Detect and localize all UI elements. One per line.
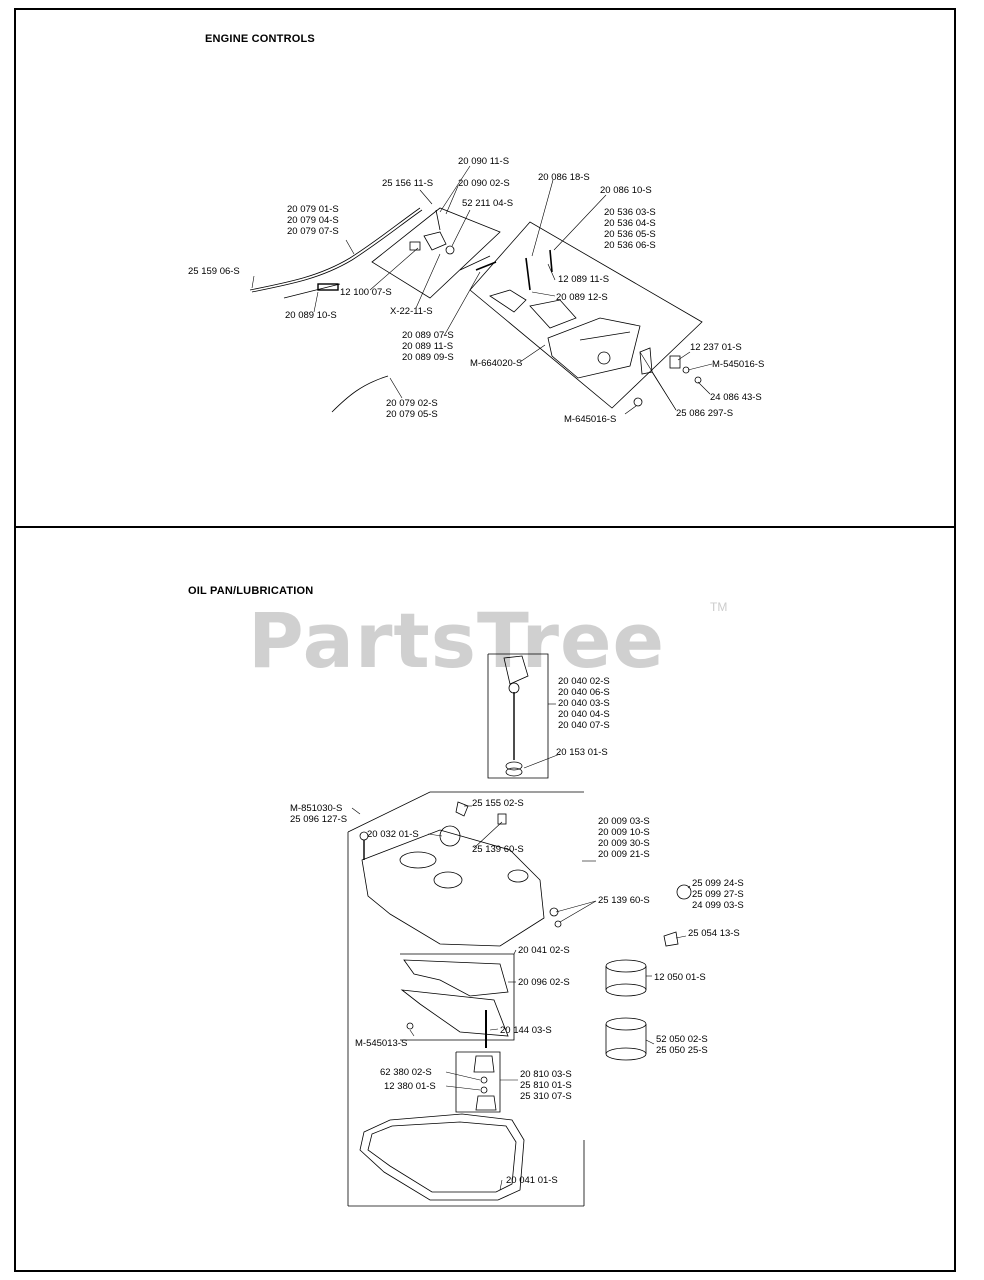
part-label: 62 380 02-S (380, 1067, 432, 1078)
part-label: 20 086 10-S (600, 185, 652, 196)
part-label: 12 089 11-S (558, 274, 610, 285)
part-label: 20 086 18-S (538, 172, 590, 183)
part-label-group: 52 050 02-S 25 050 25-S (656, 1034, 708, 1056)
part-label: 25 086 297-S (676, 408, 734, 419)
part-label: 20 089 12-S (556, 292, 608, 303)
part-label: 20 089 11-S (402, 341, 454, 352)
control-cables (249, 207, 491, 413)
oil-pan-outline-box (347, 791, 585, 1207)
part-label-group: 25 099 24-S 25 099 27-S 24 099 03-S (692, 878, 744, 911)
part-label: 12 380 01-S (384, 1081, 436, 1092)
pump-box (455, 1051, 501, 1113)
part-label: 20 144 03-S (500, 1025, 552, 1036)
part-label: 25 054 13-S (688, 928, 740, 939)
part-label-group: 20 009 03-S 20 009 10-S 20 009 30-S 20 0… (598, 816, 650, 860)
part-label: 12 237 01-S (690, 342, 742, 353)
part-label: 20 040 06-S (558, 687, 610, 698)
oil-pan-casting (359, 801, 562, 947)
gasket (359, 1113, 525, 1201)
part-label: 20 536 06-S (604, 240, 656, 251)
strainer-box (400, 953, 515, 1048)
part-label: 20 041 01-S (506, 1175, 558, 1186)
part-label: 20 089 07-S (402, 330, 454, 341)
part-label: 20 089 09-S (402, 352, 454, 363)
part-label: 52 211 04-S (462, 198, 514, 209)
part-label: M-645016-S (564, 414, 617, 425)
part-label: 20 079 01-S (287, 204, 339, 215)
part-label: 20 079 05-S (386, 409, 438, 420)
governor-box (469, 221, 703, 409)
part-label: 20 810 03-S (520, 1069, 572, 1080)
part-label: 12 050 01-S (654, 972, 706, 983)
part-label: 20 089 10-S (285, 310, 337, 321)
trademark-mark: TM (710, 600, 728, 614)
part-label: 20 009 21-S (598, 849, 650, 860)
part-label-group: 20 089 07-S 20 089 11-S 20 089 09-S (402, 330, 454, 363)
engine-controls-title: ENGINE CONTROLS (205, 33, 315, 45)
throttle-lever-parts (317, 209, 455, 291)
part-label: 20 096 02-S (518, 977, 570, 988)
part-label: 25 156 11-S (382, 178, 434, 189)
part-label: 25 099 27-S (692, 889, 744, 900)
part-label: 20 040 04-S (558, 709, 610, 720)
part-label-group: 20 810 03-S 25 810 01-S 25 310 07-S (520, 1069, 572, 1102)
part-label: 20 009 03-S (598, 816, 650, 827)
part-label: 20 009 30-S (598, 838, 650, 849)
part-label: 12 100 07-S (340, 287, 392, 298)
part-label: 20 040 03-S (558, 698, 610, 709)
part-label: 25 096 127-S (290, 814, 348, 825)
part-label: 20 090 02-S (458, 178, 510, 189)
part-label: 24 086 43-S (710, 392, 762, 403)
part-label-group: 20 536 03-S 20 536 04-S 20 536 05-S 20 5… (604, 207, 656, 251)
part-label: 25 139 60-S (598, 895, 650, 906)
part-label-group: 20 079 01-S 20 079 04-S 20 079 07-S (287, 204, 339, 237)
part-label: 20 153 01-S (556, 747, 608, 758)
part-label: 20 079 07-S (287, 226, 339, 237)
throttle-bracket-box (371, 207, 501, 299)
part-label: 20 079 02-S (386, 398, 438, 409)
part-label: 20 041 02-S (518, 945, 570, 956)
part-label: 25 159 06-S (188, 266, 240, 277)
part-label-group: 20 040 02-S 20 040 06-S 20 040 03-S 20 0… (558, 676, 610, 731)
engine-leader-lines (251, 165, 713, 415)
part-label: M-545013-S (355, 1038, 408, 1049)
part-label: 20 536 04-S (604, 218, 656, 229)
partstree-watermark: PartsTree (248, 596, 666, 685)
part-label: 20 040 07-S (558, 720, 610, 731)
part-label: 52 050 02-S (656, 1034, 708, 1045)
part-label: 20 090 11-S (458, 156, 510, 167)
part-label: M-664020-S (470, 358, 523, 369)
part-label: 20 079 04-S (287, 215, 339, 226)
oil-pan-panel (14, 526, 956, 1272)
part-label: 20 009 10-S (598, 827, 650, 838)
dipstick-box (487, 653, 549, 779)
part-label: 25 810 01-S (520, 1080, 572, 1091)
part-label: 20 536 05-S (604, 229, 656, 240)
part-label: 24 099 03-S (692, 900, 744, 911)
part-label-group: 20 079 02-S 20 079 05-S (386, 398, 438, 420)
oil-filters (605, 884, 692, 1061)
part-label: 25 155 02-S (472, 798, 524, 809)
part-label: 25 310 07-S (520, 1091, 572, 1102)
oil-pan-title: OIL PAN/LUBRICATION (188, 585, 314, 597)
part-label: 20 040 02-S (558, 676, 610, 687)
part-label: 20 032 01-S (367, 829, 419, 840)
part-label: M-545016-S (712, 359, 765, 370)
part-label: X-22-11-S (390, 306, 433, 317)
part-label: 25 050 25-S (656, 1045, 708, 1056)
part-label: M-851030-S (290, 803, 343, 814)
part-label: 20 536 03-S (604, 207, 656, 218)
engine-hardware (633, 355, 702, 407)
part-label-group: M-851030-S 25 096 127-S (290, 803, 347, 825)
oil-leader-lines (351, 703, 691, 1191)
part-label: 25 139 60-S (472, 844, 524, 855)
part-label: 25 099 24-S (692, 878, 744, 889)
